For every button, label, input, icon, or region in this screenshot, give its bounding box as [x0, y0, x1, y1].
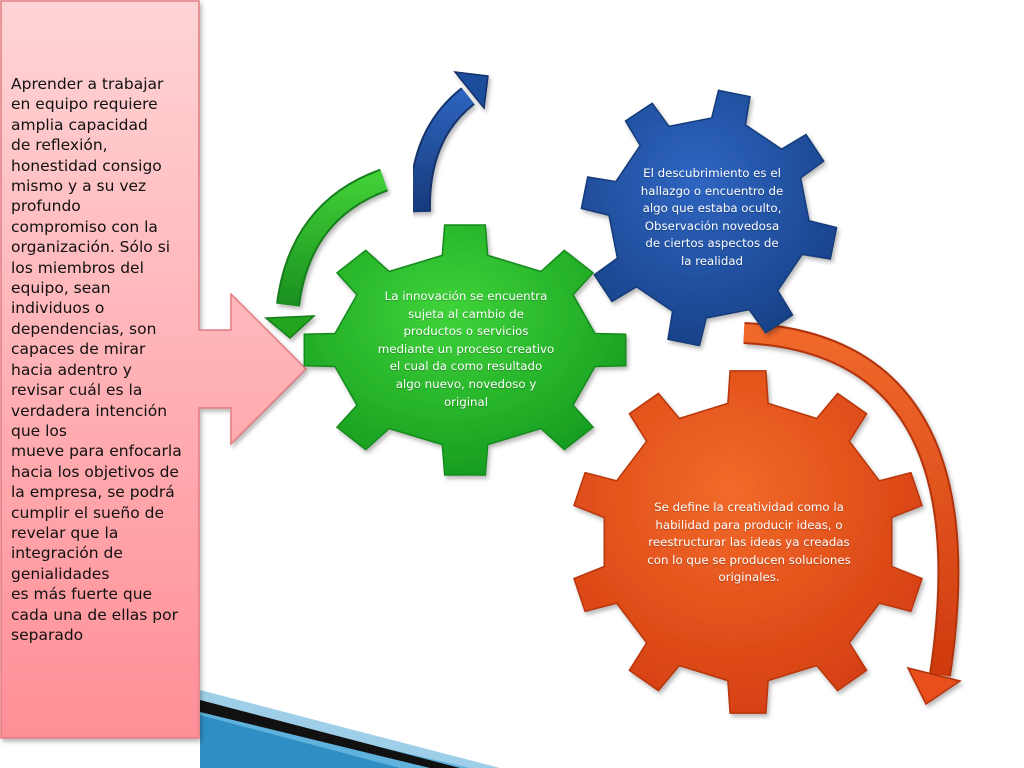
creativity-gear: [573, 370, 923, 714]
innovation-gear: [303, 224, 627, 476]
discovery-gear: [580, 89, 838, 347]
innovation-text: La innovación se encuentra sujeta al cam…: [377, 289, 555, 409]
discovery-text: El descubrimiento es el hallazgo o encue…: [640, 166, 784, 268]
green-curved-arrow: [264, 168, 389, 339]
bottom-decoration: [200, 690, 500, 768]
intro-paragraph: Aprender a trabajar en equipo requiere a…: [11, 75, 182, 644]
creativity-text: Se define la creatividad como la habilid…: [647, 500, 851, 585]
callout-arrow-shape: [0, 0, 308, 739]
orange-curved-arrow: [743, 322, 962, 706]
blue-curved-arrow: [408, 71, 489, 213]
